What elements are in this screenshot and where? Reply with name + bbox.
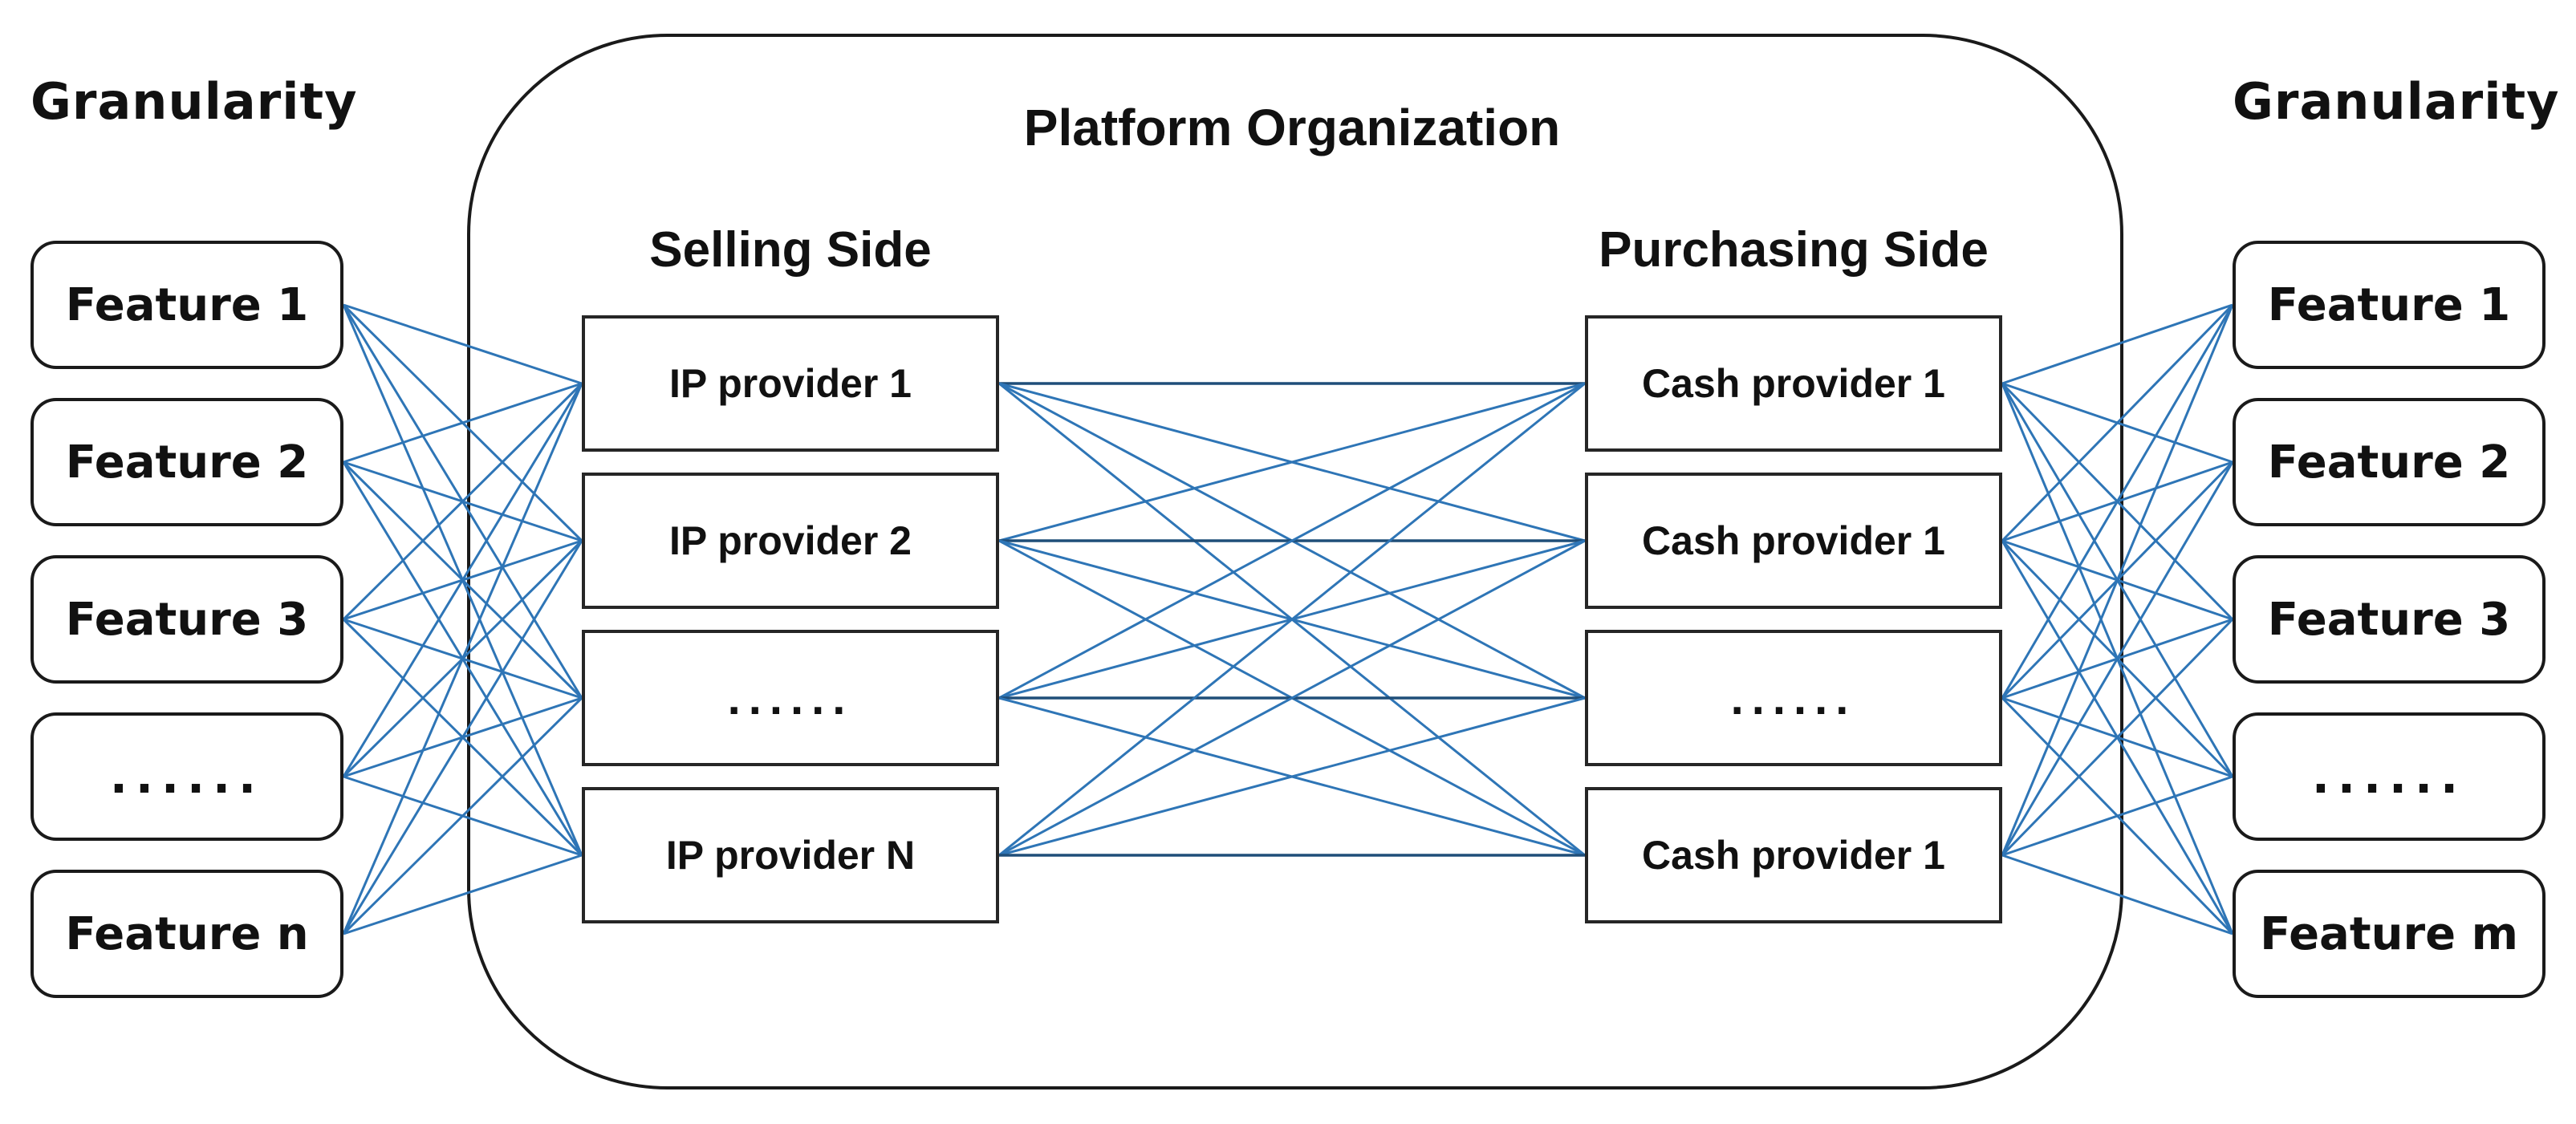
ip-provider-box: IP provider N (582, 787, 999, 923)
left-granularity-title: Granularity (30, 72, 358, 131)
feature-box: Feature 3 (2233, 555, 2546, 684)
purchasing-side-title: Purchasing Side (1599, 222, 1989, 278)
feature-box: Feature 1 (2233, 241, 2546, 369)
feature-box: Feature 1 (30, 241, 343, 369)
feature-box-ellipsis: ...... (30, 712, 343, 841)
ip-provider-box: IP provider 1 (582, 315, 999, 452)
cash-provider-box-ellipsis: ...... (1585, 630, 2002, 766)
cash-provider-column: Cash provider 1 Cash provider 1...... Cash… (1585, 315, 2002, 923)
feature-box-ellipsis: ...... (2233, 712, 2546, 841)
left-feature-column: Feature 1 Feature 2 Feature 3...... Feature… (30, 241, 343, 998)
cash-provider-box: Cash provider 1 (1585, 315, 2002, 452)
platform-title: Platform Organization (1023, 99, 1561, 156)
feature-box: Feature 2 (2233, 398, 2546, 526)
selling-side-title: Selling Side (649, 222, 932, 278)
feature-box: Feature n (30, 870, 343, 998)
ip-provider-box-ellipsis: ...... (582, 630, 999, 766)
feature-box: Feature m (2233, 870, 2546, 998)
right-feature-column: Feature 1 Feature 2 Feature 3...... Feature… (2233, 241, 2546, 998)
ip-provider-box: IP provider 2 (582, 473, 999, 609)
cash-provider-box: Cash provider 1 (1585, 787, 2002, 923)
ip-provider-column: IP provider 1 IP provider 2...... IP provi… (582, 315, 999, 923)
cash-provider-box: Cash provider 1 (1585, 473, 2002, 609)
right-granularity-title: Granularity (2233, 72, 2560, 131)
feature-box: Feature 3 (30, 555, 343, 684)
feature-box: Feature 2 (30, 398, 343, 526)
